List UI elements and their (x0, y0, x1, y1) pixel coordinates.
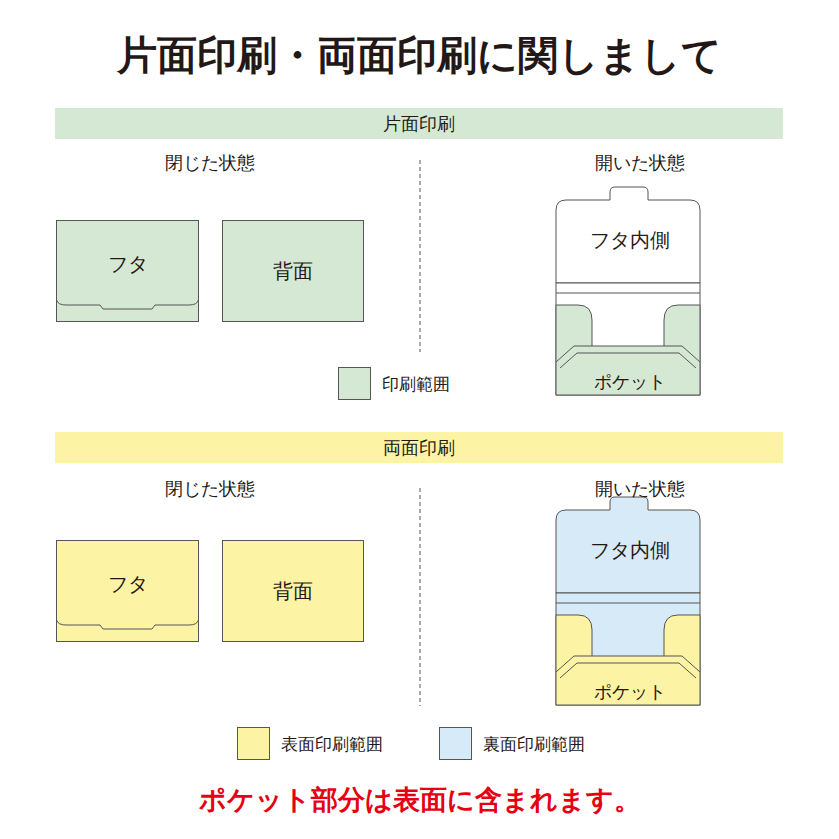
legend-text: 裏面印刷範囲 (483, 733, 585, 756)
node-text: 背面 (273, 578, 313, 605)
legend-text: 表面印刷範囲 (281, 733, 383, 756)
title: 片面印刷・両面印刷に関しまして (0, 28, 839, 83)
legend-text: 印刷範囲 (382, 373, 450, 396)
caption: ポケット部分は表面に含まれます。 (0, 782, 839, 818)
node-text: 背面 (273, 258, 313, 285)
card-box: 背面 (222, 220, 364, 322)
node-text: フタ (108, 571, 148, 598)
header-band: 両面印刷 (55, 432, 783, 463)
header-band: 片面印刷 (55, 108, 783, 139)
card-box: 背面 (222, 540, 364, 642)
region-label: フタ内側 (570, 530, 690, 570)
card-box: フタ (56, 220, 199, 322)
region-label: ポケット (575, 678, 685, 706)
card-box: フタ (56, 540, 199, 642)
node-text: フタ (108, 251, 148, 278)
state-label: 閉じた状態 (165, 151, 255, 175)
legend-swatch (338, 367, 371, 400)
legend-swatch (237, 727, 270, 760)
state-label: 開いた状態 (595, 477, 685, 501)
node-text: ポケット (594, 370, 666, 394)
region-label: ポケット (575, 368, 685, 396)
region-label: フタ内側 (570, 220, 690, 260)
node-text: フタ内側 (590, 537, 670, 564)
node-text: ポケット (594, 680, 666, 704)
node-text: 片面印刷 (383, 112, 455, 136)
node-text: フタ内側 (590, 227, 670, 254)
state-label: 閉じた状態 (165, 477, 255, 501)
node-text: 両面印刷 (383, 436, 455, 460)
state-label: 開いた状態 (595, 151, 685, 175)
legend-swatch (439, 727, 472, 760)
